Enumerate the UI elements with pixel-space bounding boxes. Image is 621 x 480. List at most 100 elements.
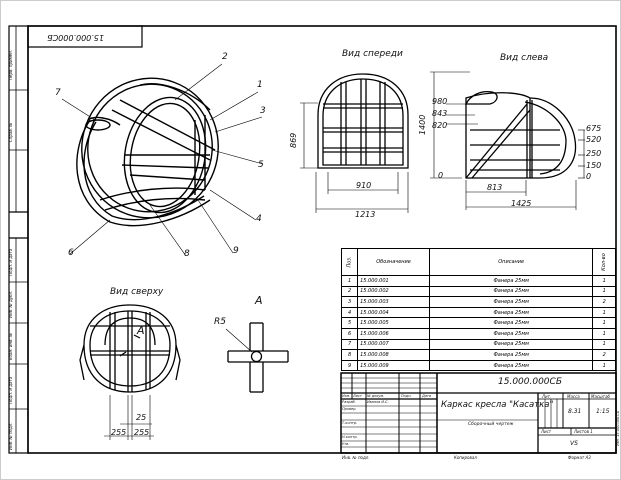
dim-843: 843 (432, 109, 448, 118)
bottom-copied: Копировал (454, 455, 477, 460)
dim-813: 813 (487, 183, 503, 192)
leader-9: 9 (233, 246, 239, 256)
spec-designation: 15.000.001 (357, 275, 431, 287)
title-scale-value: 1:15 (596, 408, 610, 415)
spec-designation: 15.000.008 (357, 349, 431, 361)
spec-table: Поз. Обозначение Описание Кол-во 1 15.00… (340, 248, 616, 372)
title-sheet: Лист (541, 429, 552, 434)
strip-label: Инв. № подл. (8, 422, 13, 450)
strip-label: Перв. примен. (8, 49, 13, 80)
spec-pos: 5 (340, 317, 359, 329)
spec-qty: 1 (592, 359, 616, 372)
dim-255-left: 255 (111, 428, 127, 437)
title-sheets: Листов 1 (574, 429, 593, 434)
spec-pos: 8 (340, 349, 359, 361)
title-lit: Лит. (542, 394, 552, 399)
role-izm: Изм. (342, 394, 351, 398)
spec-designation: 15.000.004 (357, 306, 431, 319)
left-dims (430, 71, 585, 210)
left-view (464, 90, 577, 179)
table-row: 6 15.000.006 Фанера 25мм 1 (340, 327, 616, 340)
spec-header-pos: Поз. (340, 248, 359, 276)
dim-250: 250 (586, 149, 602, 158)
leader-1: 1 (257, 80, 263, 90)
table-row: 9 15.000.009 Фанера 25мм 1 (340, 359, 616, 372)
leader-8: 8 (184, 249, 190, 259)
spec-description: Фанера 25мм (429, 359, 594, 372)
title-name: Каркас кресла "Касатка" (441, 400, 554, 410)
dim-25: 25 (136, 413, 147, 422)
dim-front-outer: 1213 (355, 210, 376, 219)
spec-designation: 15.000.009 (357, 359, 431, 372)
strip-label: Подп. и дата (8, 248, 13, 276)
title-mass: Масса (567, 394, 580, 399)
leader-5: 5 (258, 160, 264, 170)
role-date: Дата (422, 394, 432, 398)
spec-pos: 2 (340, 285, 359, 298)
dim-front-height: 869 (289, 132, 298, 148)
spec-qty: 2 (592, 349, 616, 361)
strip-label: Подп. и дата (8, 376, 13, 404)
spec-description: Фанера 25мм (429, 327, 594, 340)
spec-qty: 1 (592, 285, 616, 298)
spec-pos: 7 (340, 338, 359, 351)
title-mass-value: 8.31 (568, 408, 582, 415)
role-razrab: Разраб. (342, 400, 356, 404)
front-dims (300, 102, 409, 213)
strip-label: Инв. № дубл. (8, 290, 13, 318)
bottom-format: Формат A3 (568, 455, 591, 460)
top-dims (104, 334, 154, 440)
spec-pos: 6 (340, 327, 359, 340)
role-utv: Утв. (342, 442, 350, 446)
dim-150: 150 (586, 161, 602, 170)
side-note: Ивн. 15.000.000.СБ (616, 410, 620, 446)
table-row: 1 15.000.001 Фанера 25мм 1 (340, 275, 616, 287)
dim-front-inner: 910 (356, 181, 372, 190)
dim-520: 520 (586, 135, 602, 144)
strip-label: Взам. инв. № (8, 332, 13, 360)
spec-description: Фанера 25мм (429, 296, 594, 308)
dim-right-zero: 0 (586, 172, 592, 181)
spec-description: Фанера 25мм (429, 285, 594, 298)
view-top-label: Вид сверху (110, 287, 164, 297)
table-row: 5 15.000.005 Фанера 25мм 1 (340, 317, 616, 329)
view-front-label: Вид спереди (342, 49, 403, 59)
table-row: 2 15.000.002 Фанера 25мм 1 (340, 285, 616, 298)
spec-header-row: Поз. Обозначение Описание Кол-во (340, 248, 616, 276)
role-doc: № докум. (367, 394, 385, 398)
spec-header-description: Описание (429, 248, 594, 276)
role-prov: Провер. (342, 407, 357, 411)
bottom-inv: Инв. № подл. (342, 455, 370, 460)
left-strip (8, 25, 29, 454)
table-row: 8 15.000.008 Фанера 25мм 2 (340, 349, 616, 361)
role-nkontr: Н.контр. (342, 435, 358, 439)
spec-pos: 4 (340, 306, 359, 319)
spec-qty: 1 (592, 317, 616, 329)
role-list: Лист (353, 394, 362, 398)
spec-header-qty: Кол-во (592, 248, 616, 276)
spec-qty: 1 (592, 306, 616, 319)
spec-description: Фанера 25мм (429, 317, 594, 329)
dim-255-right: 255 (134, 428, 150, 437)
section-marker: A (137, 324, 145, 337)
spec-qty: 1 (592, 327, 616, 340)
title-code: 15.000.000СБ (498, 377, 562, 387)
role-tkontr: Т.контр. (342, 421, 358, 425)
leader-2: 2 (222, 52, 228, 62)
title-subname: Сборочный чертеж (468, 422, 514, 427)
spec-designation: 15.000.007 (357, 338, 431, 351)
spec-description: Фанера 25мм (429, 338, 594, 351)
front-view (317, 73, 409, 169)
spec-qty: 1 (592, 338, 616, 351)
leader-3: 3 (260, 106, 266, 116)
title-org: VS (570, 440, 578, 447)
spec-pos: 1 (340, 275, 359, 287)
spec-qty: 1 (592, 275, 616, 287)
table-row: 4 15.000.004 Фанера 25мм 1 (340, 306, 616, 319)
code-rotated: 15.000.000СБ (47, 33, 104, 42)
dim-980: 980 (432, 97, 448, 106)
spec-designation: 15.000.003 (357, 296, 431, 308)
drawing-frame (27, 25, 617, 454)
title-scale: Масштаб (591, 394, 611, 399)
